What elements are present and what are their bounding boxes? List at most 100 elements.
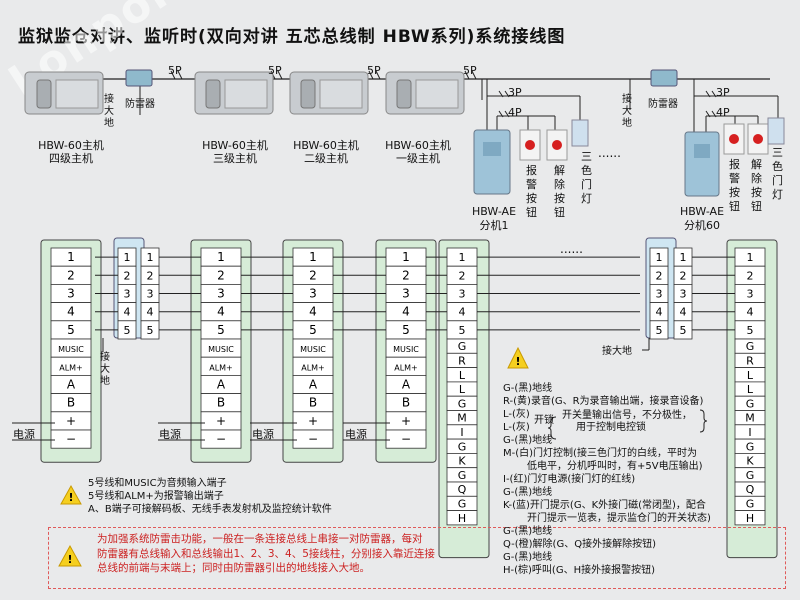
terminal-label: 1	[656, 251, 663, 264]
terminal-label: 5	[747, 324, 754, 337]
terminal-label: 4	[680, 306, 687, 319]
terminal-cell	[385, 429, 427, 449]
ground-label: 接大地	[622, 94, 632, 129]
terminal-label: 4	[147, 306, 154, 319]
terminal-label: −	[401, 432, 411, 446]
terminal-label: K	[746, 455, 754, 468]
legend-line: 开关量输出信号，不分极性，	[562, 410, 692, 421]
terminal-cell	[446, 510, 478, 526]
terminal-label: ALM+	[209, 363, 233, 372]
legend-line: I-(红)门灯电源(接门灯的红线)	[503, 474, 636, 485]
tricolor-light-label: 三色门灯	[772, 146, 783, 201]
protector-label: 防雷器	[125, 99, 155, 110]
legend-line: G-(黑)地线	[503, 435, 553, 446]
terminal-label: −	[66, 432, 76, 446]
power-label: 电源	[345, 428, 367, 441]
page-title: 监狱监仓对讲、监听时(双向对讲 五芯总线制 HBW系列)系统接线图	[18, 27, 566, 47]
terminal-label: 1	[402, 250, 410, 264]
terminal-label: 4	[656, 306, 663, 319]
legend-line: 用于控制电控锁	[576, 422, 646, 433]
svg-text:!: !	[67, 553, 72, 566]
cable-label: 3P	[508, 86, 522, 99]
note-line: A、B端子可接解码板、无线手表发射机及监控统计软件	[88, 504, 332, 515]
terminal-label: MUSIC	[300, 345, 326, 354]
legend-line: K-(蓝)开门提示(G、K外接门磁(常闭型)，配合	[503, 500, 706, 511]
release-button-label: 解除按钮	[554, 164, 565, 219]
terminal-cell	[649, 320, 669, 340]
terminal-label: +	[401, 414, 411, 428]
host-model-4: HBW-60主机	[38, 139, 104, 152]
cable-label: 5P	[367, 64, 381, 77]
terminal-label: 1	[67, 250, 75, 264]
legend-line: Q-(橙)解除(G、Q接外接解除按钮)	[503, 539, 656, 550]
terminal-label: 1	[217, 250, 225, 264]
terminal-label: G	[458, 397, 467, 410]
terminal-label: B	[402, 396, 410, 410]
cable-label: 5P	[268, 64, 282, 77]
power-label: 电源	[252, 428, 274, 441]
legend-line: G-(黑)地线	[503, 526, 553, 537]
host-phone-icon	[24, 71, 104, 115]
protector-label: 防雷器	[648, 99, 678, 110]
warning-line: 为加强系统防雷击功能，一般在一条连接总线上串接一对防雷器，每对	[97, 533, 423, 545]
sub-name-1: 分机1	[479, 219, 509, 232]
warning-line: 防雷器有总线输入和总线输出1、2、3、4、5接线柱，分别接入靠近连接	[97, 547, 435, 560]
host-level-4: 四级主机	[49, 152, 93, 165]
terminal-cell	[734, 510, 766, 526]
terminal-cell	[200, 429, 242, 449]
terminal-label: Q	[746, 483, 755, 496]
terminal-label: −	[308, 432, 318, 446]
terminal-label: 1	[124, 251, 131, 264]
terminal-label: 2	[217, 268, 225, 282]
terminal-label: 4	[217, 305, 225, 319]
terminal-label: Q	[458, 483, 467, 496]
note-line: 5号线和ALM+为报警输出端子	[88, 491, 224, 502]
terminal-label: ALM+	[394, 363, 418, 372]
warning-box	[48, 527, 786, 589]
terminal-label: 4	[747, 306, 754, 319]
terminal-label: 3	[680, 288, 687, 301]
terminal-label: G	[458, 440, 467, 453]
legend-line: M-(白)门灯控制(接三色门灯的白线，平时为	[503, 448, 697, 459]
warning-icon: ! ! !	[58, 346, 529, 567]
terminal-label: 2	[656, 269, 663, 282]
legend-line: L-(灰)	[503, 409, 530, 420]
terminal-label: L	[747, 383, 754, 396]
terminal-label: A	[67, 378, 76, 392]
terminal-label: 4	[402, 305, 410, 319]
terminal-label: 4	[124, 306, 131, 319]
terminal-label: G	[458, 497, 467, 510]
legend-line: R-(黄)录音(G、R为录音输出端，接录音设备)	[503, 396, 704, 407]
terminal-label: 3	[656, 288, 663, 301]
terminal-label: 2	[147, 269, 154, 282]
ellipsis: ......	[560, 242, 583, 256]
terminal-label: 5	[124, 324, 131, 337]
terminal-label: MUSIC	[393, 345, 419, 354]
terminal-label: +	[66, 414, 76, 428]
terminal-label: R	[746, 354, 754, 367]
terminal-label: L	[459, 369, 466, 382]
terminal-label: 2	[459, 269, 466, 282]
legend-line: G-(黑)地线	[503, 487, 553, 498]
terminal-cell	[50, 429, 92, 449]
terminal-label: L	[747, 369, 754, 382]
terminal-label: G	[458, 340, 467, 353]
terminal-label: G	[746, 397, 755, 410]
terminal-label: 5	[309, 323, 317, 337]
terminal-label: 2	[402, 268, 410, 282]
host-level-2: 二级主机	[304, 152, 348, 165]
terminal-label: 2	[124, 269, 131, 282]
warning-line: 总线的前端与末端上；同时由防雷器引出的地线接入大地。	[97, 562, 370, 574]
legend-line: G-(黑)地线	[503, 552, 553, 563]
terminal-label: 5	[402, 323, 410, 337]
terminal-label: 3	[124, 288, 131, 301]
terminal-label: 3	[67, 287, 75, 301]
cable-label: 3P	[716, 86, 730, 99]
note-line: 5号线和MUSIC为音频输入端子	[88, 478, 227, 489]
terminal-label: 2	[309, 268, 317, 282]
legend-line: 开门提示一览表，提示监仓门的开关状态)	[527, 513, 711, 524]
terminal-label: 1	[747, 251, 754, 264]
terminal-label: 1	[147, 251, 154, 264]
legend-line: L-(灰)	[503, 422, 530, 433]
terminal-label: G	[746, 440, 755, 453]
